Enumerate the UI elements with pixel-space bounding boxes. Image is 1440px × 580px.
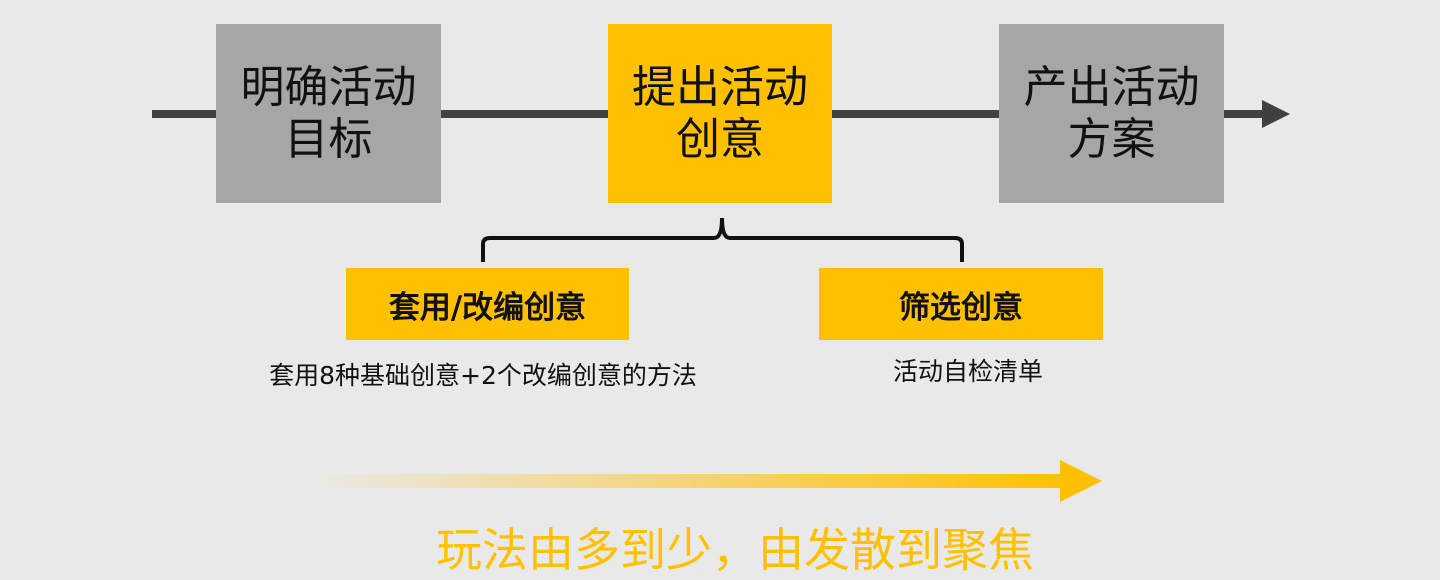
step-label-line2: 目标 (284, 113, 373, 165)
step-label-line2: 方案 (1067, 113, 1156, 165)
step-label-line1: 产出活动 (1023, 61, 1200, 113)
step-label-line2: 创意 (676, 113, 764, 165)
step-label-line1: 明确活动 (240, 61, 417, 113)
substep-label: 套用/改编创意 (388, 289, 587, 326)
step-label-line1: 提出活动 (632, 61, 808, 113)
gradient-arrow (300, 460, 1102, 502)
step-output-plan: 产出活动方案 (999, 24, 1224, 203)
summary-text: 玩法由多到少，由发散到聚焦 (436, 523, 1034, 577)
step-define-goal: 明确活动目标 (216, 24, 441, 203)
substep-description: 套用8种基础创意+2个改编创意的方法 (269, 361, 697, 390)
substep-label: 筛选创意 (899, 289, 1023, 326)
substep-description: 活动自检清单 (892, 357, 1043, 386)
step-propose-idea: 提出活动创意 (608, 24, 832, 203)
substep-apply-adapt: 套用/改编创意 (346, 268, 629, 340)
brace (481, 217, 964, 262)
substep-filter: 筛选创意 (819, 268, 1103, 340)
